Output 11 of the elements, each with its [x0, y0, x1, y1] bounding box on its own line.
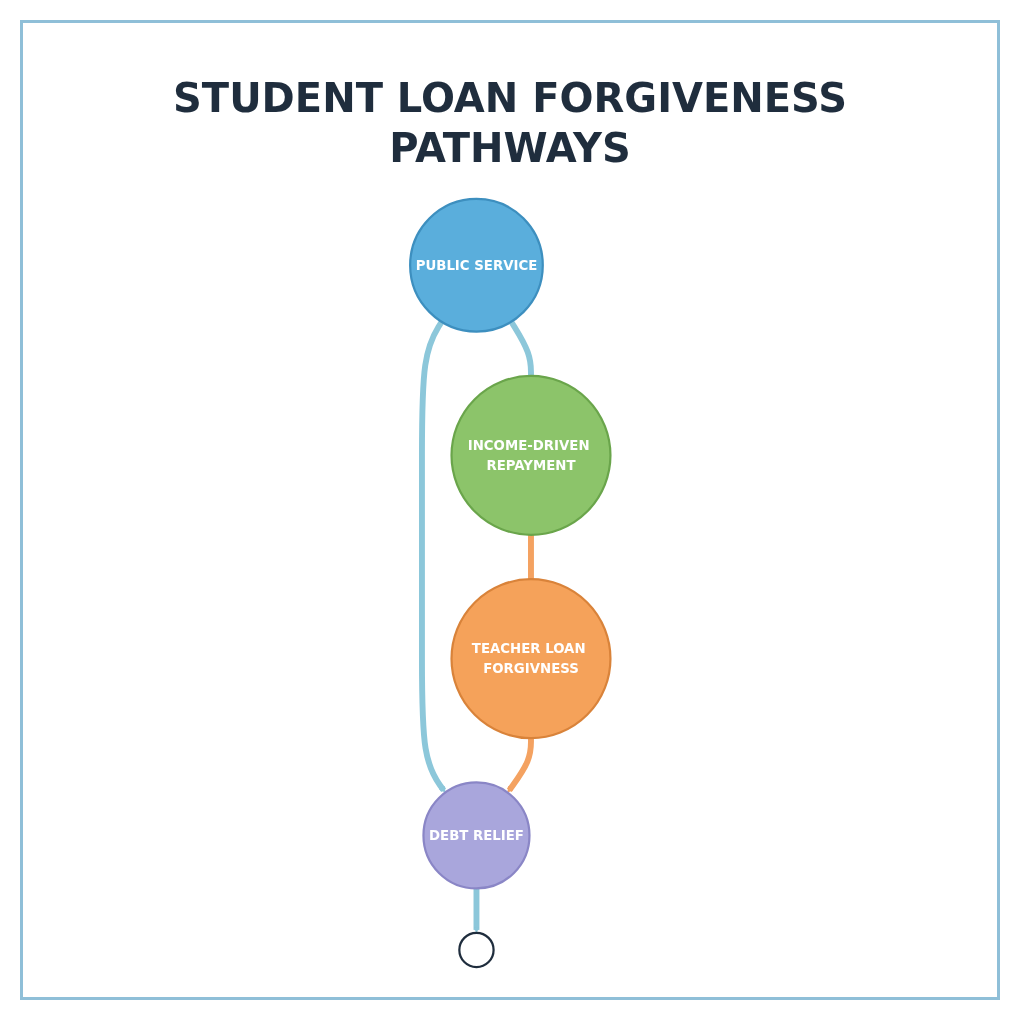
arrow: [472, 888, 480, 934]
node-circle: [457, 931, 495, 969]
node-circle: TEACHER LOAN FORGIVNESS: [450, 578, 612, 740]
connector: [527, 534, 534, 580]
diagram-title: STUDENT LOAN FORGIVENESS PATHWAYS: [172, 74, 848, 173]
node-circle: DEBT RELIEF: [422, 781, 531, 890]
node-circle: PUBLIC SERVICE: [408, 197, 544, 333]
arrow: [418, 320, 446, 793]
node-circle: INCOME-DRIVEN REPAYMENT: [450, 374, 612, 536]
connector: [508, 320, 534, 376]
arrow: [506, 738, 534, 793]
